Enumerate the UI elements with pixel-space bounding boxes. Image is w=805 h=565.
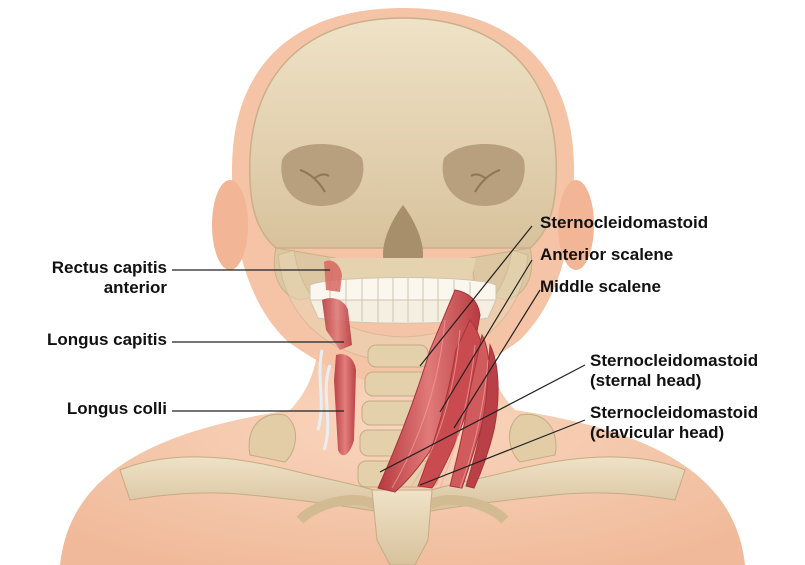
label-scm-clavicular-head: Sternocleidomastoid (clavicular head) [590,403,758,443]
label-longus-colli: Longus colli [67,399,167,419]
label-anterior-scalene: Anterior scalene [540,245,673,265]
label-middle-scalene: Middle scalene [540,277,661,297]
label-scm-sternal-head: Sternocleidomastoid (sternal head) [590,351,758,391]
label-longus-capitis: Longus capitis [47,330,167,350]
label-sternocleidomastoid: Sternocleidomastoid [540,213,708,233]
label-rectus-capitis-anterior: Rectus capitis anterior [52,258,167,298]
